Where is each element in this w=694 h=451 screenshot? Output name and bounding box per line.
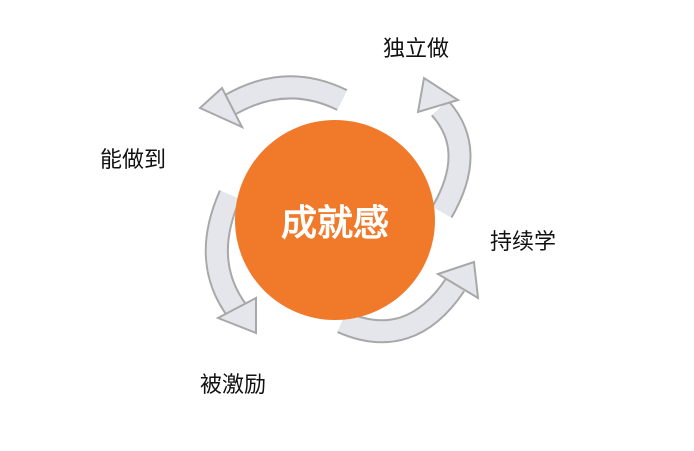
step-label-can-do: 能做到 bbox=[100, 148, 167, 173]
step-label-motivated: 被激励 bbox=[200, 373, 267, 398]
arrow-head-top-left bbox=[198, 86, 245, 130]
step-label-independent: 独立做 bbox=[383, 37, 450, 62]
center-circle bbox=[235, 120, 435, 320]
arrow-head-left-bottom bbox=[215, 296, 257, 335]
center-label: 成就感 bbox=[280, 203, 389, 244]
step-label-keep-learning: 持续学 bbox=[490, 230, 557, 255]
arrow-head-right-top bbox=[416, 76, 461, 114]
arrow-head-bottom-right bbox=[435, 260, 480, 300]
